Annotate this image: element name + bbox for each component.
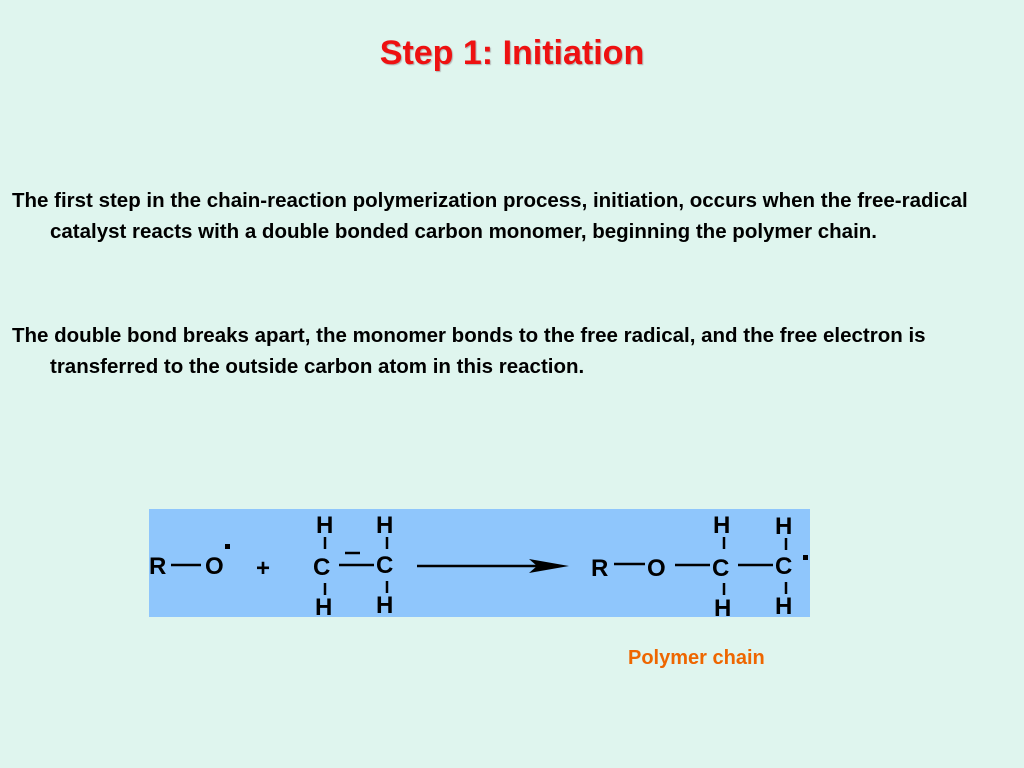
product-c1-atom: C bbox=[712, 555, 729, 582]
monomer-h-top-2: H bbox=[376, 512, 393, 539]
reactant-r-atom: R bbox=[149, 553, 166, 580]
reaction-diagram: R O + H C H H C H R O H C H H C bbox=[149, 509, 810, 617]
reaction-equation: R O + H C H H C H R O H C H H C bbox=[149, 512, 808, 617]
monomer-h-bot-2: H bbox=[376, 592, 393, 617]
monomer-c2-atom: C bbox=[376, 552, 393, 579]
monomer-h-top-1: H bbox=[316, 512, 333, 539]
plus-sign: + bbox=[256, 555, 270, 582]
product-radical-dot bbox=[803, 555, 808, 560]
product-h-top-2: H bbox=[775, 513, 792, 540]
product-h-bot-1: H bbox=[714, 595, 731, 617]
monomer-h-bot-1: H bbox=[315, 594, 332, 617]
paragraph-initiation: The first step in the chain-reaction pol… bbox=[12, 189, 968, 243]
product-c2-atom: C bbox=[775, 553, 792, 580]
reactant-radical-dot bbox=[225, 544, 230, 549]
reactant-o-atom: O bbox=[205, 553, 224, 580]
product-o-atom: O bbox=[647, 555, 666, 582]
reaction-arrow-head bbox=[529, 559, 569, 573]
polymer-chain-caption: Polymer chain bbox=[628, 647, 765, 669]
slide-title: Step 1: Initiation bbox=[379, 34, 645, 72]
product-h-top-1: H bbox=[713, 512, 730, 539]
product-r-atom: R bbox=[591, 555, 608, 582]
product-h-bot-2: H bbox=[775, 593, 792, 617]
monomer-c1-atom: C bbox=[313, 554, 330, 581]
paragraph-bond-break: The double bond breaks apart, the monome… bbox=[12, 324, 926, 378]
